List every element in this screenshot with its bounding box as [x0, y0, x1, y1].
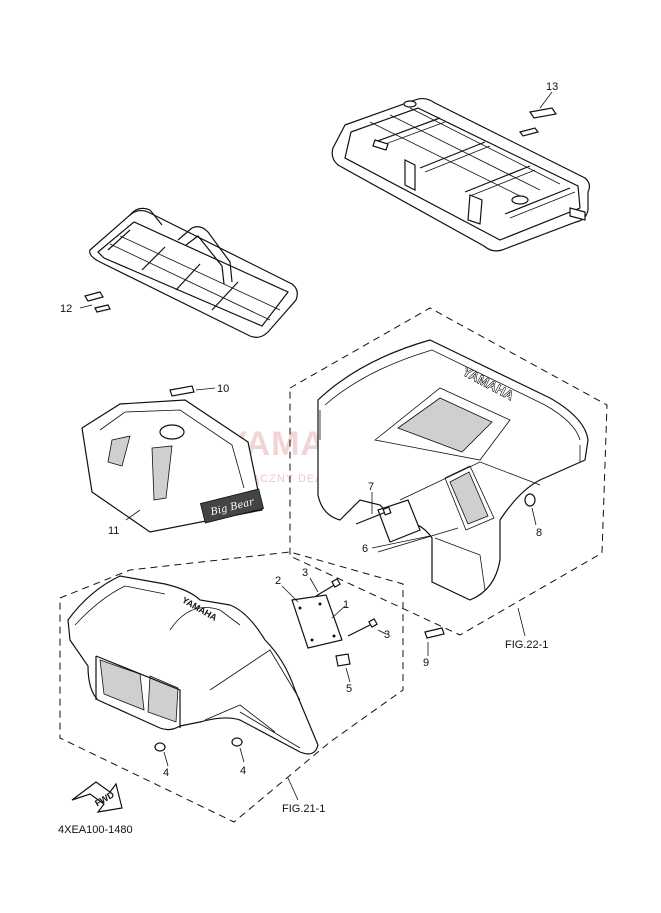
rear-fender[interactable]	[317, 339, 589, 601]
callout-9: 9	[423, 657, 429, 669]
callout-2: 2	[275, 575, 281, 587]
callout-7: 7	[368, 481, 374, 493]
callout-3-top: 3	[302, 567, 308, 579]
label-10-decal	[169, 385, 195, 397]
rear-fender-group[interactable]: YAMAHA 6 7 8 9 FIG.22-1	[289, 307, 608, 669]
fig-ref-front[interactable]: FIG.21-1	[282, 803, 325, 815]
label-13-decal	[528, 107, 558, 119]
fig-ref-rear[interactable]: FIG.22-1	[505, 639, 548, 651]
front-fender[interactable]	[67, 575, 319, 755]
callout-4-left: 4	[163, 767, 169, 779]
fwd-arrow-icon: FWD	[71, 781, 123, 813]
part-5-clip[interactable]	[335, 653, 351, 667]
callout-4-right: 4	[240, 765, 246, 777]
front-fender-boundary	[59, 551, 404, 823]
callout-13: 13	[546, 81, 558, 93]
callout-10: 10	[217, 383, 229, 395]
decal-set-front[interactable]: 10 Big Bear 11	[81, 383, 265, 537]
callout-3-right: 3	[384, 629, 390, 641]
rear-fender-boundary	[289, 307, 608, 636]
callout-5: 5	[346, 683, 352, 695]
part-1-plate[interactable]	[291, 594, 343, 649]
callout-1: 1	[343, 599, 349, 611]
part-code: 4XEA100-1480	[58, 824, 133, 836]
front-carrier[interactable]: 12	[60, 207, 298, 338]
decal-sheet-11	[81, 399, 263, 533]
part-9-label[interactable]	[424, 627, 445, 639]
label-12-decal	[84, 291, 104, 302]
rear-carrier[interactable]: 13	[331, 81, 591, 252]
part-4-grommet-left[interactable]	[154, 742, 166, 752]
part-4-grommet-right[interactable]	[231, 737, 243, 747]
callout-6: 6	[362, 543, 368, 555]
front-fender-group[interactable]: YAMAHA 1 2 3 3 5 4 4 FIG.21-1	[59, 551, 404, 823]
callout-8: 8	[536, 527, 542, 539]
callout-11: 11	[108, 525, 119, 537]
part-8-grommet[interactable]	[524, 493, 536, 507]
callout-12: 12	[60, 303, 72, 315]
